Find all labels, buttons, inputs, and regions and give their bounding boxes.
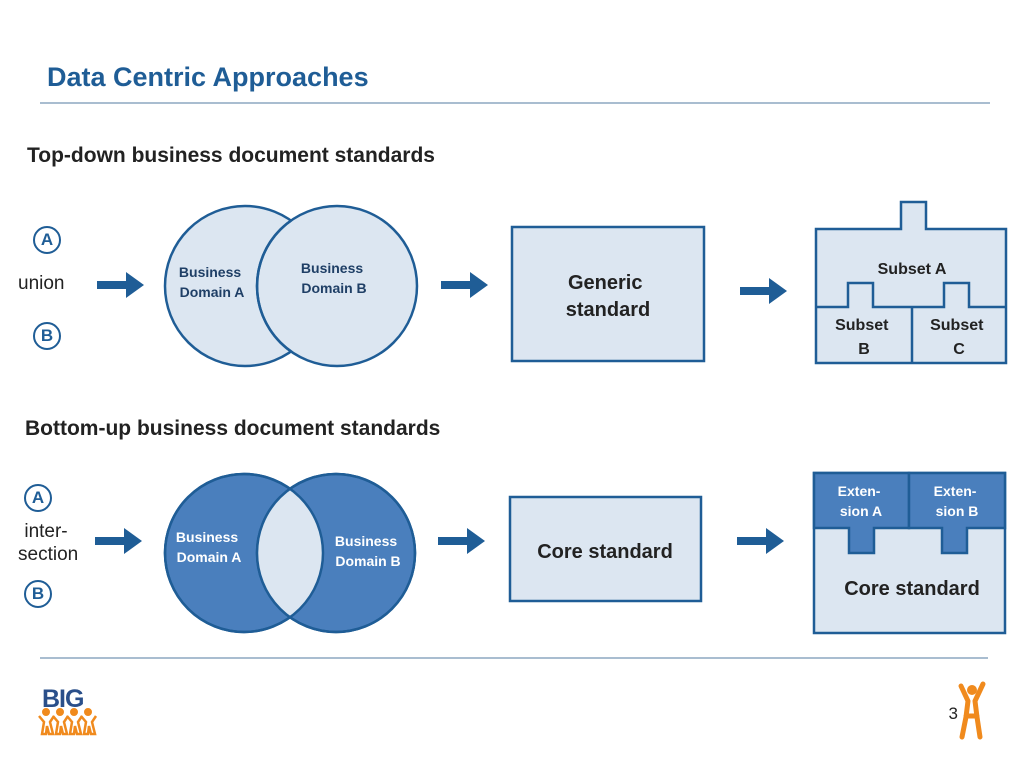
- extension-b-label: Exten- sion B: [934, 483, 981, 519]
- bottom-up-heading: Bottom-up business document standards: [25, 417, 441, 440]
- extension-b-shape: [907, 471, 1007, 555]
- extension-diagram: Exten- sion A Exten- sion B Core standar…: [812, 471, 1007, 635]
- top-badge-b: B: [33, 322, 61, 350]
- union-label: union: [18, 273, 65, 294]
- arrow-union-to-venn: [97, 272, 144, 298]
- core-standard-box: Core standard: [508, 495, 703, 603]
- footer-divider: [40, 657, 988, 659]
- big-logo: BIG: [38, 685, 98, 736]
- person-icon: [958, 681, 986, 740]
- subset-diagram: Subset A Subset B Subset C: [814, 200, 1008, 365]
- bottom-badge-a: A: [24, 484, 52, 512]
- top-venn: Business Domain A Business Domain B: [163, 204, 419, 368]
- subset-b-label: Subset B: [835, 317, 893, 358]
- bottom-domain-b-label: Business Domain B: [335, 533, 401, 569]
- subset-a-label: Subset A: [878, 261, 947, 278]
- generic-standard-label: Generic standard: [566, 272, 650, 321]
- intersection-label-line1: inter-: [24, 521, 68, 542]
- top-domain-b-label: Business Domain B: [301, 260, 367, 296]
- arrow-venn-to-generic: [441, 272, 488, 298]
- subset-a-shape: [814, 200, 1008, 365]
- arrow-venn-to-core: [438, 528, 485, 554]
- extension-a-label: Exten- sion A: [838, 483, 885, 519]
- top-domain-a-label: Business Domain A: [179, 264, 245, 300]
- intersection-area: [257, 474, 323, 632]
- intersection-label-line2: section: [18, 544, 79, 565]
- subset-c-label: Subset C: [930, 317, 988, 358]
- core-standard-base-label: Core standard: [844, 578, 980, 600]
- top-badge-a: A: [33, 226, 61, 254]
- intersection-label: inter- section: [18, 520, 79, 566]
- generic-standard-box: Generic standard: [510, 225, 706, 363]
- subset-divider: [816, 281, 1006, 309]
- page-number: 3: [948, 704, 958, 723]
- title-divider: [40, 102, 990, 104]
- people-icon: [38, 708, 98, 736]
- bottom-domain-a-label: Business Domain A: [176, 529, 242, 565]
- arrow-generic-to-subsets: [740, 278, 787, 304]
- bottom-venn: Business Domain A Business Domain B: [163, 472, 417, 634]
- big-logo-text: BIG: [42, 685, 83, 713]
- core-standard-label: Core standard: [537, 541, 673, 563]
- top-down-heading: Top-down business document standards: [27, 144, 435, 167]
- bottom-badge-b: B: [24, 580, 52, 608]
- arrow-intersection-to-venn: [95, 528, 142, 554]
- slide-title: Data Centric Approaches: [47, 62, 369, 92]
- arrow-core-to-extensions: [737, 528, 784, 554]
